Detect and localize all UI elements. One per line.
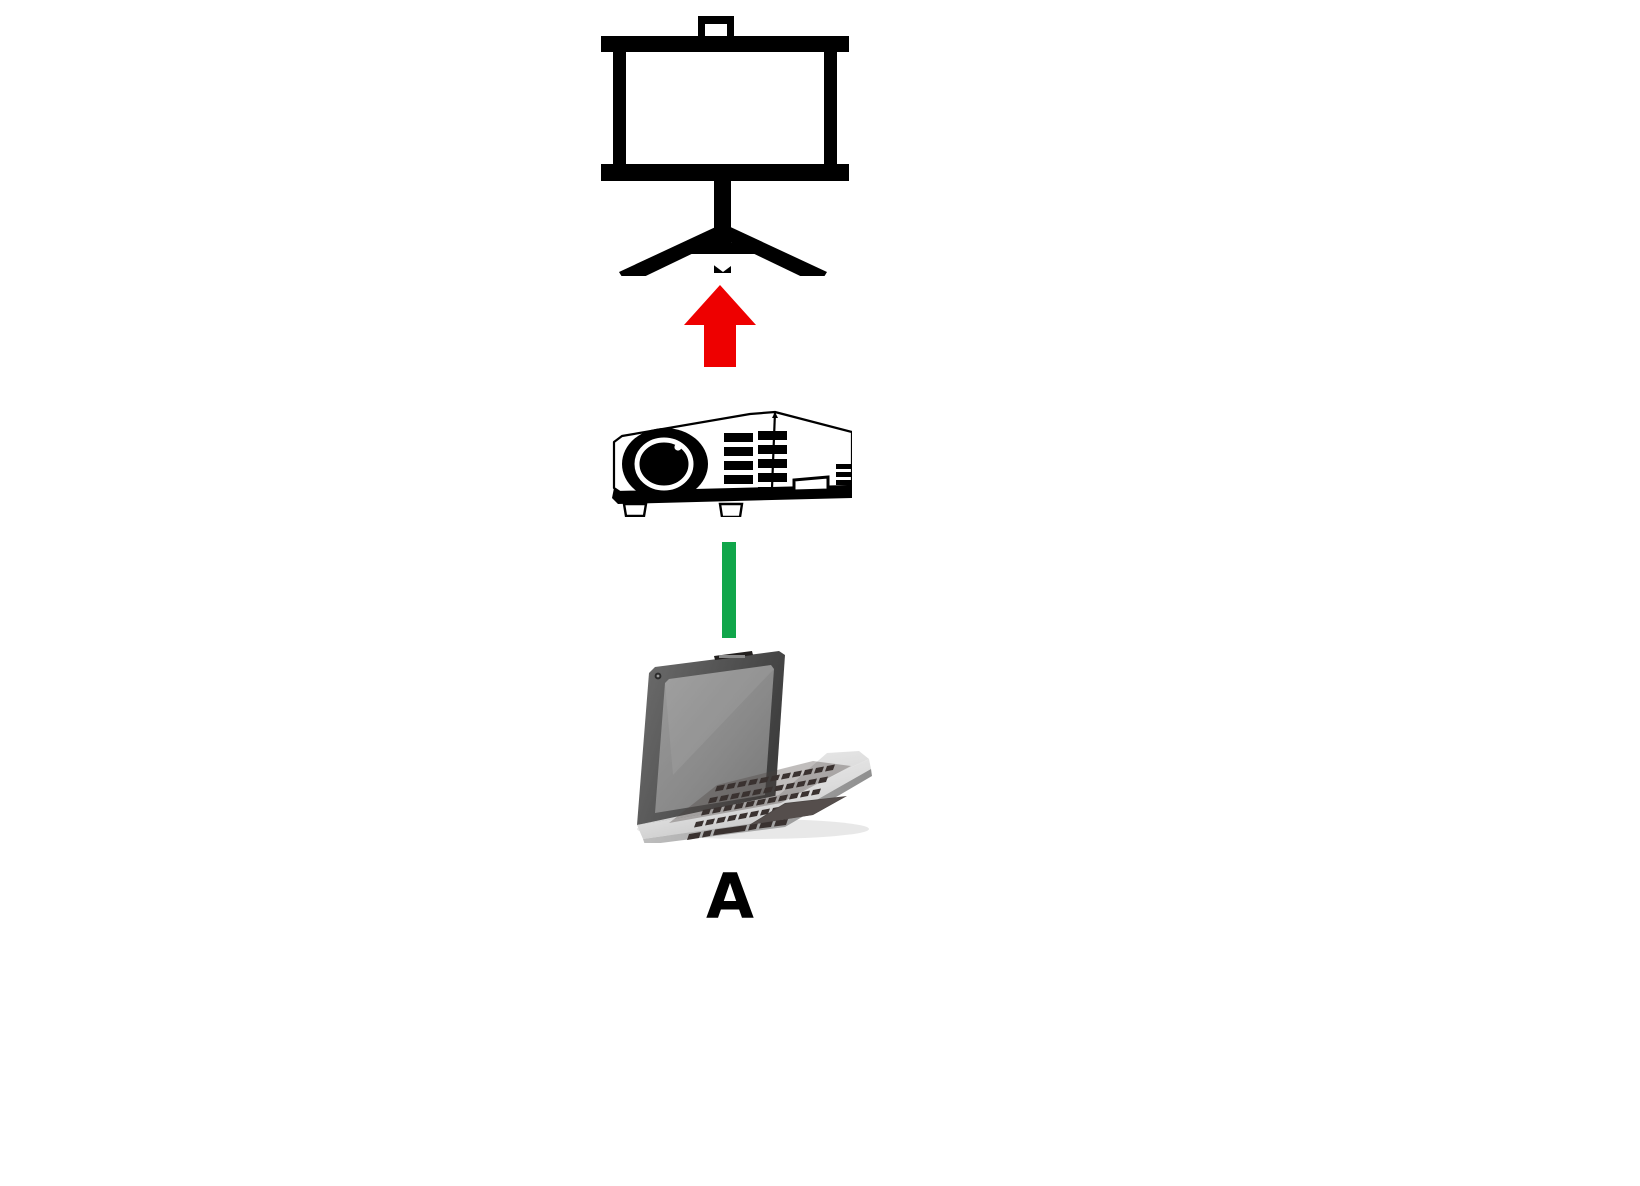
projection-screen xyxy=(595,14,855,276)
projection-arrow xyxy=(684,285,756,367)
laptop-icon xyxy=(637,651,872,843)
cable-icon xyxy=(722,542,736,638)
projection-screen-icon xyxy=(601,16,849,276)
arrow-up-icon xyxy=(684,285,756,367)
laptop xyxy=(613,643,875,843)
video-cable xyxy=(719,512,739,638)
projector xyxy=(600,392,852,517)
device-label-a: A xyxy=(706,860,754,933)
projector-icon xyxy=(612,410,852,517)
